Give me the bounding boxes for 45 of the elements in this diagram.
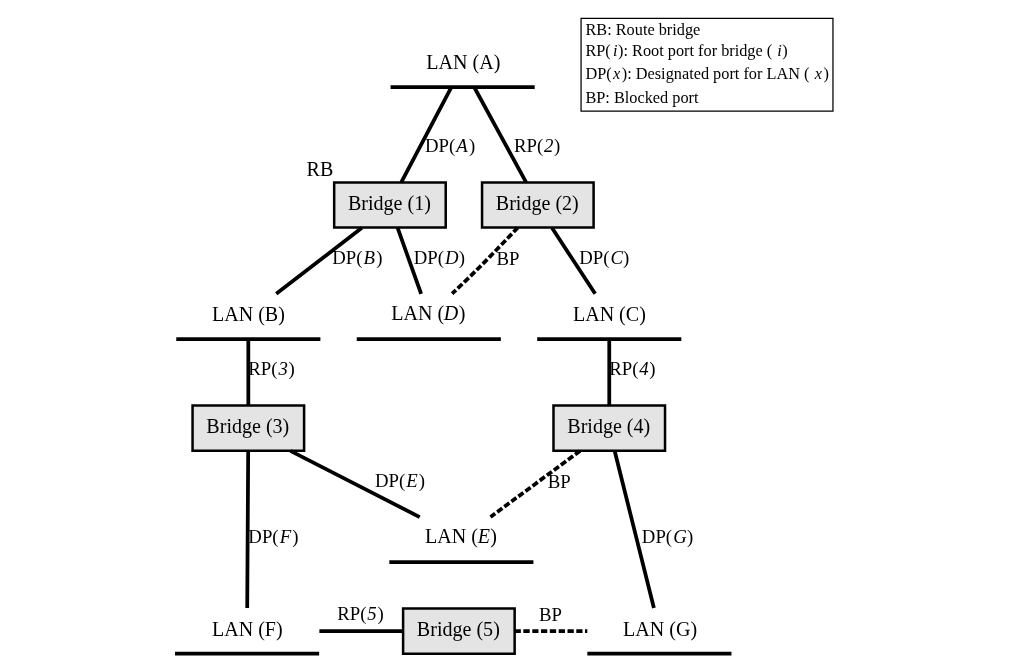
node-box: Bridge (3) — [190, 404, 305, 452]
label: BP: Blocked port — [584, 87, 699, 107]
edge-label: DP(D) — [413, 246, 465, 268]
edge-label: DP(F) — [247, 525, 298, 547]
label: RB: Route bridge — [584, 20, 700, 40]
node-text: LAN (B) — [211, 303, 285, 326]
connector — [612, 450, 656, 609]
edge-label: DP(E) — [374, 470, 425, 492]
node-text: LAN (C) — [572, 303, 646, 326]
edge-label: BP — [495, 248, 519, 270]
node-text: LAN (D) — [390, 302, 466, 325]
connector — [274, 226, 363, 296]
edge-label: RP(4) — [608, 358, 656, 380]
node-text: LAN (E) — [424, 525, 497, 548]
node-box: Bridge (2) — [480, 181, 595, 229]
label: RP(i): Root port for bridge (i) — [584, 41, 788, 61]
label: DP(x): Designated port for LAN (x) — [584, 63, 829, 83]
connector — [318, 629, 403, 633]
connector — [289, 449, 421, 519]
node-text: LAN (F) — [211, 617, 283, 640]
connector — [514, 629, 587, 633]
connector — [399, 86, 453, 184]
connector — [606, 339, 611, 406]
node-text: LAN (A) — [425, 51, 500, 74]
node-box: Bridge (5) — [401, 607, 516, 655]
node-text: LAN (G) — [622, 617, 697, 640]
connector — [244, 450, 250, 608]
node-box: Bridge (4) — [551, 404, 666, 452]
node-box: Bridge (1) — [332, 181, 447, 229]
edge-label: BP — [538, 604, 562, 626]
connector — [395, 227, 423, 295]
connector — [549, 226, 597, 295]
edge-label: RP(3) — [247, 358, 295, 380]
edge-label: DP(C) — [578, 246, 629, 268]
connector — [472, 86, 528, 184]
edge-label: BP — [547, 471, 571, 493]
connector — [245, 339, 250, 406]
edge-label: RP(2) — [513, 135, 560, 157]
edge-label: DP(B) — [331, 246, 382, 268]
edge-label: DP(G) — [641, 525, 693, 547]
node-label: RB — [306, 157, 333, 180]
edge-label: RP(5) — [336, 602, 384, 624]
connector — [450, 226, 519, 296]
edge-label: DP(A) — [424, 135, 475, 157]
connector — [488, 449, 581, 519]
